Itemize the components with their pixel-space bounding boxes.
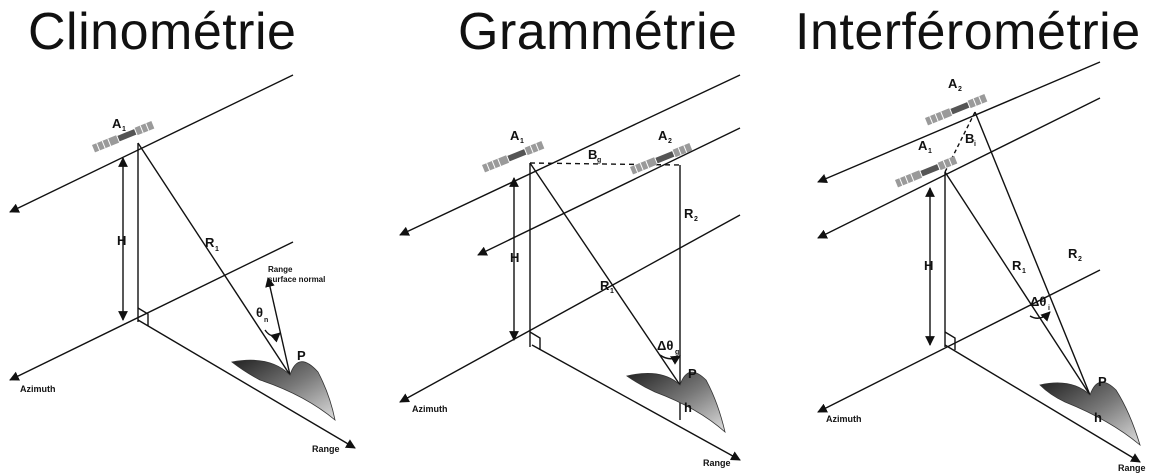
- label-a-sub: 1: [122, 126, 126, 133]
- right-angle-mark: [944, 331, 956, 350]
- title-clinometry: Clinométrie: [28, 3, 297, 61]
- title-grammetry: Grammétrie: [458, 3, 738, 61]
- orbit-track-2: [817, 97, 1101, 239]
- orbit-track: [9, 74, 294, 213]
- label-a1: A: [918, 138, 928, 153]
- label-range: Range: [312, 444, 340, 454]
- label-b-sub: g: [597, 157, 601, 164]
- satellite-icon-1: [894, 155, 958, 188]
- label-h-small: h: [684, 400, 692, 415]
- angle-arc: [659, 354, 681, 365]
- label-dtheta-sub: g: [675, 349, 679, 356]
- label-dtheta: Δθ: [1030, 294, 1046, 309]
- label-range-normal-2: surface normal: [268, 275, 325, 284]
- terrain-icon: [626, 371, 726, 434]
- orbit-track-2: [477, 127, 741, 256]
- label-range: Range: [703, 458, 731, 468]
- label-azimuth: Azimuth: [412, 404, 448, 414]
- label-a1-sub: 1: [520, 138, 524, 145]
- azimuth-axis: [817, 269, 1101, 413]
- label-b: B: [965, 131, 974, 146]
- label-r-sub: 1: [215, 246, 219, 253]
- slant-range-1: [529, 162, 681, 386]
- range-axis: [531, 344, 741, 461]
- label-r1-sub: 1: [610, 288, 614, 295]
- angle-arc: [1029, 311, 1051, 322]
- label-p: P: [688, 366, 697, 381]
- label-a2-sub: 2: [958, 86, 962, 93]
- label-a2: A: [658, 128, 668, 143]
- label-p: P: [297, 348, 306, 363]
- right-angle-mark: [529, 331, 541, 350]
- label-b-sub: i: [974, 141, 976, 148]
- label-r: R: [205, 235, 215, 250]
- label-r1: R: [600, 278, 610, 293]
- slant-range-line: [137, 142, 291, 376]
- label-h: H: [117, 233, 126, 248]
- label-theta-sub: n: [264, 317, 268, 324]
- label-range-normal-1: Range: [268, 265, 293, 274]
- label-a2: A: [948, 76, 958, 91]
- label-r1-sub: 1: [1022, 268, 1026, 275]
- azimuth-axis: [9, 241, 294, 381]
- range-axis: [944, 344, 1141, 463]
- label-a1: A: [510, 128, 520, 143]
- panel-grammetry: [399, 74, 741, 461]
- label-a1-sub: 1: [928, 148, 932, 155]
- right-angle-mark: [137, 307, 149, 326]
- terrain-icon: [231, 359, 336, 422]
- label-p: P: [1098, 374, 1107, 389]
- range-axis: [137, 319, 356, 449]
- label-a: A: [112, 116, 122, 131]
- label-theta: θ: [256, 305, 263, 320]
- label-azimuth: Azimuth: [826, 414, 862, 424]
- label-r1: R: [1012, 258, 1022, 273]
- slant-range-1: [944, 171, 1091, 396]
- orbit-track-1: [399, 74, 741, 236]
- label-azimuth: Azimuth: [20, 384, 56, 394]
- surface-normal-arrow: [265, 277, 291, 376]
- title-interferometry: Interférométrie: [795, 3, 1141, 61]
- label-r2: R: [684, 206, 694, 221]
- slant-range-2: [974, 111, 1091, 396]
- azimuth-axis: [399, 214, 741, 403]
- panel-clinometry: [9, 74, 356, 449]
- label-dtheta-sub: i: [1048, 305, 1050, 312]
- label-h: H: [510, 250, 519, 265]
- label-r2: R: [1068, 246, 1078, 261]
- satellite-icon-1: [481, 140, 545, 173]
- label-a2-sub: 2: [668, 138, 672, 145]
- label-range: Range: [1118, 463, 1146, 473]
- orbit-track-1: [817, 61, 1101, 184]
- label-dtheta: Δθ: [657, 338, 673, 353]
- label-h: H: [924, 258, 933, 273]
- baseline-dashed: [529, 162, 681, 166]
- panel-interferometry: [817, 61, 1141, 463]
- terrain-icon: [1039, 381, 1141, 447]
- incidence-angle-arc: [264, 329, 281, 343]
- label-r2-sub: 2: [1078, 256, 1082, 263]
- label-b: B: [588, 147, 597, 162]
- label-r2-sub: 2: [694, 216, 698, 223]
- label-h-small: h: [1094, 410, 1102, 425]
- satellite-icon-2: [629, 142, 693, 175]
